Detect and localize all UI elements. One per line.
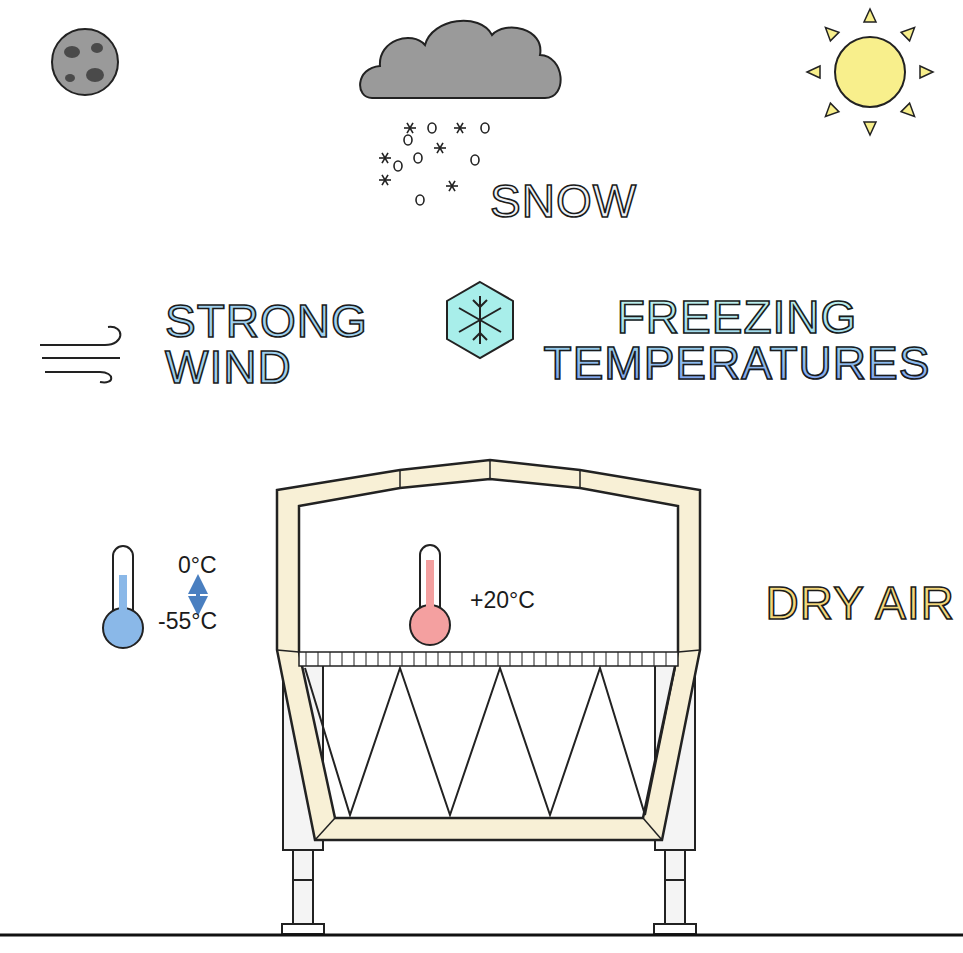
ground-line	[0, 934, 963, 937]
building-module: +20°C	[272, 452, 708, 848]
wind-lines	[40, 327, 120, 383]
moon	[52, 29, 118, 95]
module-section	[272, 452, 708, 848]
cloud	[360, 21, 561, 98]
weather-label: SNOW	[490, 178, 637, 224]
stilts	[282, 660, 696, 934]
sun	[807, 9, 933, 135]
temperature-value: -55°C	[158, 610, 217, 633]
weather-label: FREEZING TEMPERATURES	[517, 294, 957, 386]
temperature-value: 0°C	[178, 554, 217, 577]
temperature-value: +20°C	[470, 587, 535, 614]
snowflakes	[379, 123, 489, 205]
snowflake-icon	[447, 282, 513, 358]
weather-label: STRONG WIND	[165, 298, 405, 390]
weather-label: DRY AIR	[766, 580, 955, 626]
